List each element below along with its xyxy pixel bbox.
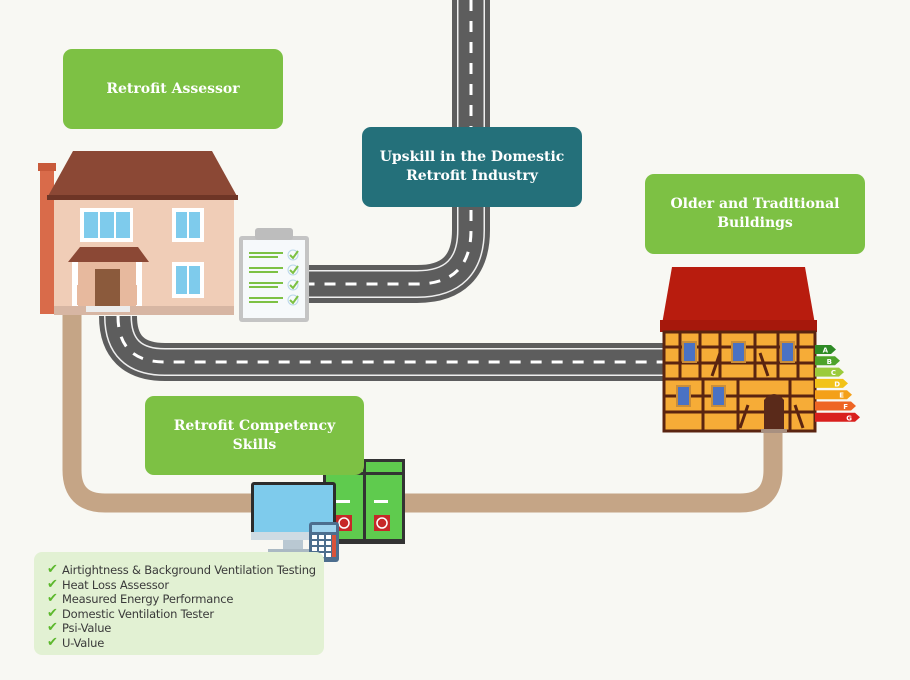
- skills-list-item: ✔ U-Value: [47, 634, 324, 651]
- skills-list-item: ✔ Psi-Value: [47, 620, 324, 636]
- energy-rating-letter: D: [834, 380, 840, 388]
- skill-text: U-Value: [62, 635, 105, 650]
- competency-skills-text: Retrofit Competency Skills: [173, 417, 336, 453]
- checkmark-icon: ✔: [47, 576, 58, 592]
- older-buildings-label: Older and Traditional Buildings: [645, 174, 865, 254]
- energy-rating-bar-e: [815, 390, 852, 400]
- checkmark-icon: ✔: [47, 620, 58, 635]
- skill-text: Psi-Value: [62, 621, 112, 635]
- checkmark-icon: ✔: [47, 562, 58, 577]
- road: [99, 0, 670, 381]
- energy-rating-letter: G: [846, 414, 852, 422]
- clipboard-checklist-icon: [239, 228, 309, 322]
- skills-list-item: ✔ Heat Loss Assessor: [47, 576, 324, 593]
- energy-rating-bar-g: [815, 412, 860, 422]
- energy-rating-letter: C: [831, 369, 836, 377]
- energy-rating-bar-d: [815, 378, 848, 388]
- energy-rating-letter: A: [823, 347, 829, 355]
- skills-list-panel: ✔ Airtightness & Background Ventilation T…: [34, 552, 324, 655]
- skill-text: Measured Energy Performance: [62, 592, 234, 606]
- tan-path: [62, 310, 783, 513]
- energy-rating-bar-c: [815, 367, 844, 377]
- competency-skills-label: Retrofit Competency Skills: [145, 396, 364, 475]
- skill-text: Heat Loss Assessor: [62, 577, 169, 592]
- retrofit-assessor-text: Retrofit Assessor: [106, 80, 240, 97]
- modern-house-illustration: [38, 151, 238, 315]
- energy-rating-letter: B: [827, 358, 832, 366]
- skill-text: Airtightness & Background Ventilation Te…: [62, 563, 316, 577]
- checkmark-icon: ✔: [47, 605, 58, 621]
- skills-list-item: ✔ Measured Energy Performance: [47, 591, 324, 607]
- skill-text: Domestic Ventilation Tester: [62, 606, 214, 621]
- upskill-label: Upskill in the Domestic Retrofit Industr…: [362, 127, 582, 207]
- upskill-text: Upskill in the Domestic Retrofit Industr…: [379, 149, 565, 184]
- skills-list-item: ✔ Domestic Ventilation Tester: [47, 605, 324, 622]
- energy-rating-bar-b: [815, 356, 840, 366]
- skills-list-item: ✔ Airtightness & Background Ventilation T…: [47, 562, 324, 578]
- energy-rating-letter: E: [839, 392, 844, 400]
- checkmark-icon: ✔: [47, 591, 58, 606]
- retrofit-assessor-label: Retrofit Assessor: [63, 49, 283, 129]
- skills-list: ✔ Airtightness & Background Ventilation T…: [47, 562, 324, 651]
- checkmark-icon: ✔: [47, 634, 58, 650]
- energy-rating-bar-a: [815, 345, 836, 354]
- energy-rating-letter: F: [843, 403, 848, 411]
- older-buildings-text: Older and Traditional Buildings: [670, 196, 840, 231]
- energy-rating-bar-f: [815, 401, 856, 411]
- traditional-house-illustration: [660, 267, 817, 433]
